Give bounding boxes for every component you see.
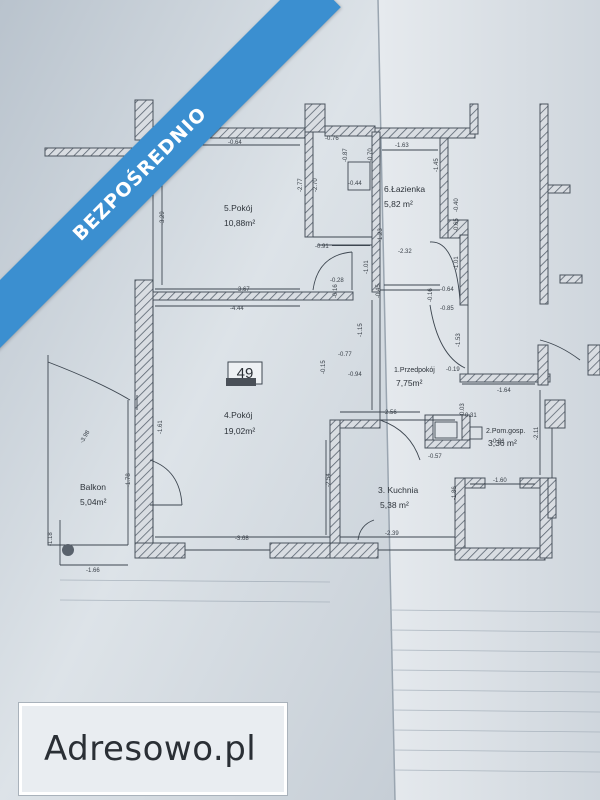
redacted-label (226, 378, 256, 386)
dimension-label: -1.23 (378, 228, 384, 242)
apartment-number: 49 (237, 365, 254, 382)
room-area: 5,38 m² (380, 500, 409, 510)
dimension-label: -2.11 (534, 426, 540, 440)
room-area: 5,82 m² (384, 199, 413, 209)
dimension-label: -1.78 (126, 473, 132, 487)
dimension-label: -0.03 (460, 403, 466, 417)
dimension-label: -1.61 (158, 420, 164, 434)
dimension-label: -2.39 (385, 531, 399, 537)
dimension-label: -0.31 (463, 413, 477, 419)
ruled-lines (389, 609, 600, 773)
room-name: 4.Pokój (224, 410, 252, 420)
watermark-label: Adresowo.pl (44, 729, 257, 769)
dimension-label: -1.01 (364, 260, 370, 274)
dimension-label: -4.44 (230, 306, 244, 312)
room-name: 6.Łazienka (384, 184, 425, 194)
room-area: 10,88m² (224, 218, 255, 228)
dimension-label: -2.70 (313, 178, 319, 192)
dimension-label: -1.60 (493, 478, 507, 484)
dimension-label: -1.15 (358, 323, 364, 337)
dimension-label: -1.86 (452, 486, 458, 500)
walls (44, 99, 600, 561)
dimension-label: -2.54 (326, 473, 332, 487)
drain-icon (62, 544, 74, 556)
dimension-label: -0.31 (491, 439, 505, 445)
dimension-label: -0.57 (428, 454, 442, 460)
dimension-label: -0.85 (440, 306, 454, 312)
room-name: 5.Pokój (224, 203, 252, 213)
plan-lines (47, 137, 553, 566)
dimension-label: -1.01 (454, 256, 460, 270)
site-watermark: Adresowo.pl (19, 703, 287, 795)
dimension-label: -0.77 (338, 352, 352, 358)
dimension-label: -1.66 (86, 568, 100, 574)
dimension-label: -3.68 (235, 536, 249, 542)
dimension-label: -2.56 (383, 410, 397, 416)
dimension-label: -0.44 (348, 181, 362, 187)
room-name: 1.Przedpokój (394, 367, 435, 374)
dimension-label: -1.64 (497, 388, 511, 394)
dimension-label: -3.67 (236, 287, 250, 293)
dimension-label: -1.63 (395, 143, 409, 149)
dimension-label: -0.64 (440, 287, 454, 293)
dimension-label: -1.53 (456, 333, 462, 347)
dimension-label: -0.45 (376, 284, 382, 298)
dimension-label: -0.70 (368, 148, 374, 162)
room-name: 3. Kuchnia (378, 485, 418, 495)
dimension-label: -1.18 (48, 532, 54, 546)
dimension-label: -0.87 (343, 148, 349, 162)
dimension-label: -0.16 (333, 284, 339, 298)
dimension-label: -0.19 (446, 367, 460, 373)
dimension-label: -0.15 (321, 360, 327, 374)
dimension-label: -0.64 (228, 140, 242, 146)
dimension-label: -2.32 (398, 249, 412, 255)
dimension-label: -0.91 (315, 244, 329, 250)
dimension-label: -3.29 (160, 211, 166, 225)
dimension-label: -2.77 (298, 178, 304, 192)
room-name: 2.Pom.gosp. (486, 428, 525, 435)
dimension-label: -0.76 (325, 136, 339, 142)
door-swings (149, 241, 581, 541)
dimension-label: -0.40 (454, 198, 460, 212)
dimension-label: -0.16 (428, 288, 434, 302)
room-area: 7,75m² (396, 378, 423, 388)
room-area: 5,04m² (80, 497, 107, 507)
room-name: Balkon (80, 482, 106, 492)
room-area: 3,36 m² (488, 438, 517, 448)
dimension-label: -0.28 (330, 278, 344, 284)
room-area: 19,02m² (224, 426, 255, 436)
dimension-label: -0.94 (348, 372, 362, 378)
dimension-label: -0.65 (454, 218, 460, 232)
dimension-label: -1.45 (434, 158, 440, 172)
